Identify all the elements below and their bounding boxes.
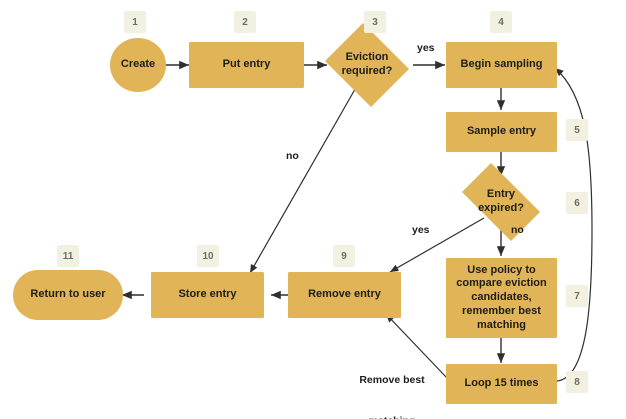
node-eviction-required-label: Eviction required?	[342, 51, 393, 79]
node-entry-expired-line1: Entry	[486, 188, 516, 201]
edge-label-eviction-no: no	[286, 150, 299, 162]
node-loop-15-times[interactable]: Loop 15 times	[446, 364, 557, 404]
edge-label-remove-best-line1: Remove best	[359, 374, 425, 387]
badge-10: 10	[197, 245, 219, 267]
edge-label-eviction-yes: yes	[417, 42, 435, 54]
node-entry-expired[interactable]: Entry expired?	[452, 163, 550, 241]
badge-5: 5	[566, 119, 588, 141]
node-use-policy-line2: compare eviction	[456, 277, 547, 290]
node-return-to-user[interactable]: Return to user	[13, 270, 123, 320]
badge-2: 2	[234, 11, 256, 33]
node-return-to-user-label: Return to user	[30, 288, 106, 301]
edge-entry-expired-yes-to-remove-entry	[389, 217, 485, 273]
node-create[interactable]: Create	[110, 38, 166, 92]
badge-11: 11	[57, 245, 79, 267]
node-use-policy-label: Use policy to compare eviction candidate…	[456, 264, 546, 333]
badge-9: 9	[333, 245, 355, 267]
node-entry-expired-label: Entry expired?	[478, 188, 524, 216]
badge-3: 3	[364, 11, 386, 33]
node-create-label: Create	[120, 58, 156, 71]
node-begin-sampling-label: Begin sampling	[460, 58, 543, 71]
badge-1: 1	[124, 11, 146, 33]
edge-label-remove-best-line2: matching	[337, 415, 447, 419]
node-put-entry-label: Put entry	[222, 58, 271, 71]
node-loop-15-times-label: Loop 15 times	[464, 377, 539, 390]
badge-6: 6	[566, 192, 588, 214]
node-eviction-required[interactable]: Eviction required?	[321, 23, 413, 107]
node-use-policy[interactable]: Use policy to compare eviction candidate…	[446, 258, 557, 338]
edge-label-expired-yes: yes	[412, 224, 430, 236]
node-remove-entry-label: Remove entry	[308, 288, 381, 301]
node-remove-entry[interactable]: Remove entry	[288, 272, 401, 318]
edge-loop-to-begin-sampling	[554, 67, 593, 382]
badge-7: 7	[566, 285, 588, 307]
badge-8: 8	[566, 371, 588, 393]
edge-label-remove-best-matching: Remove best matching	[337, 347, 447, 419]
node-sample-entry[interactable]: Sample entry	[446, 112, 557, 152]
node-eviction-required-line2: required?	[341, 65, 393, 77]
node-use-policy-line1: Use policy to	[467, 263, 536, 276]
node-store-entry[interactable]: Store entry	[151, 272, 264, 318]
node-put-entry[interactable]: Put entry	[189, 42, 304, 88]
node-store-entry-label: Store entry	[178, 288, 237, 301]
node-begin-sampling[interactable]: Begin sampling	[446, 42, 557, 88]
node-eviction-required-line1: Eviction	[345, 51, 389, 64]
node-use-policy-line3: candidates,	[471, 291, 532, 304]
node-entry-expired-line2: expired?	[478, 202, 524, 214]
edge-label-expired-no: no	[511, 224, 524, 236]
badge-4: 4	[490, 11, 512, 33]
edge-eviction-no-to-store-entry	[249, 83, 359, 274]
edge-loop-to-remove-entry	[385, 313, 448, 379]
node-sample-entry-label: Sample entry	[466, 125, 537, 138]
node-use-policy-line4: remember best	[462, 304, 541, 317]
node-use-policy-line5: matching	[477, 318, 526, 331]
